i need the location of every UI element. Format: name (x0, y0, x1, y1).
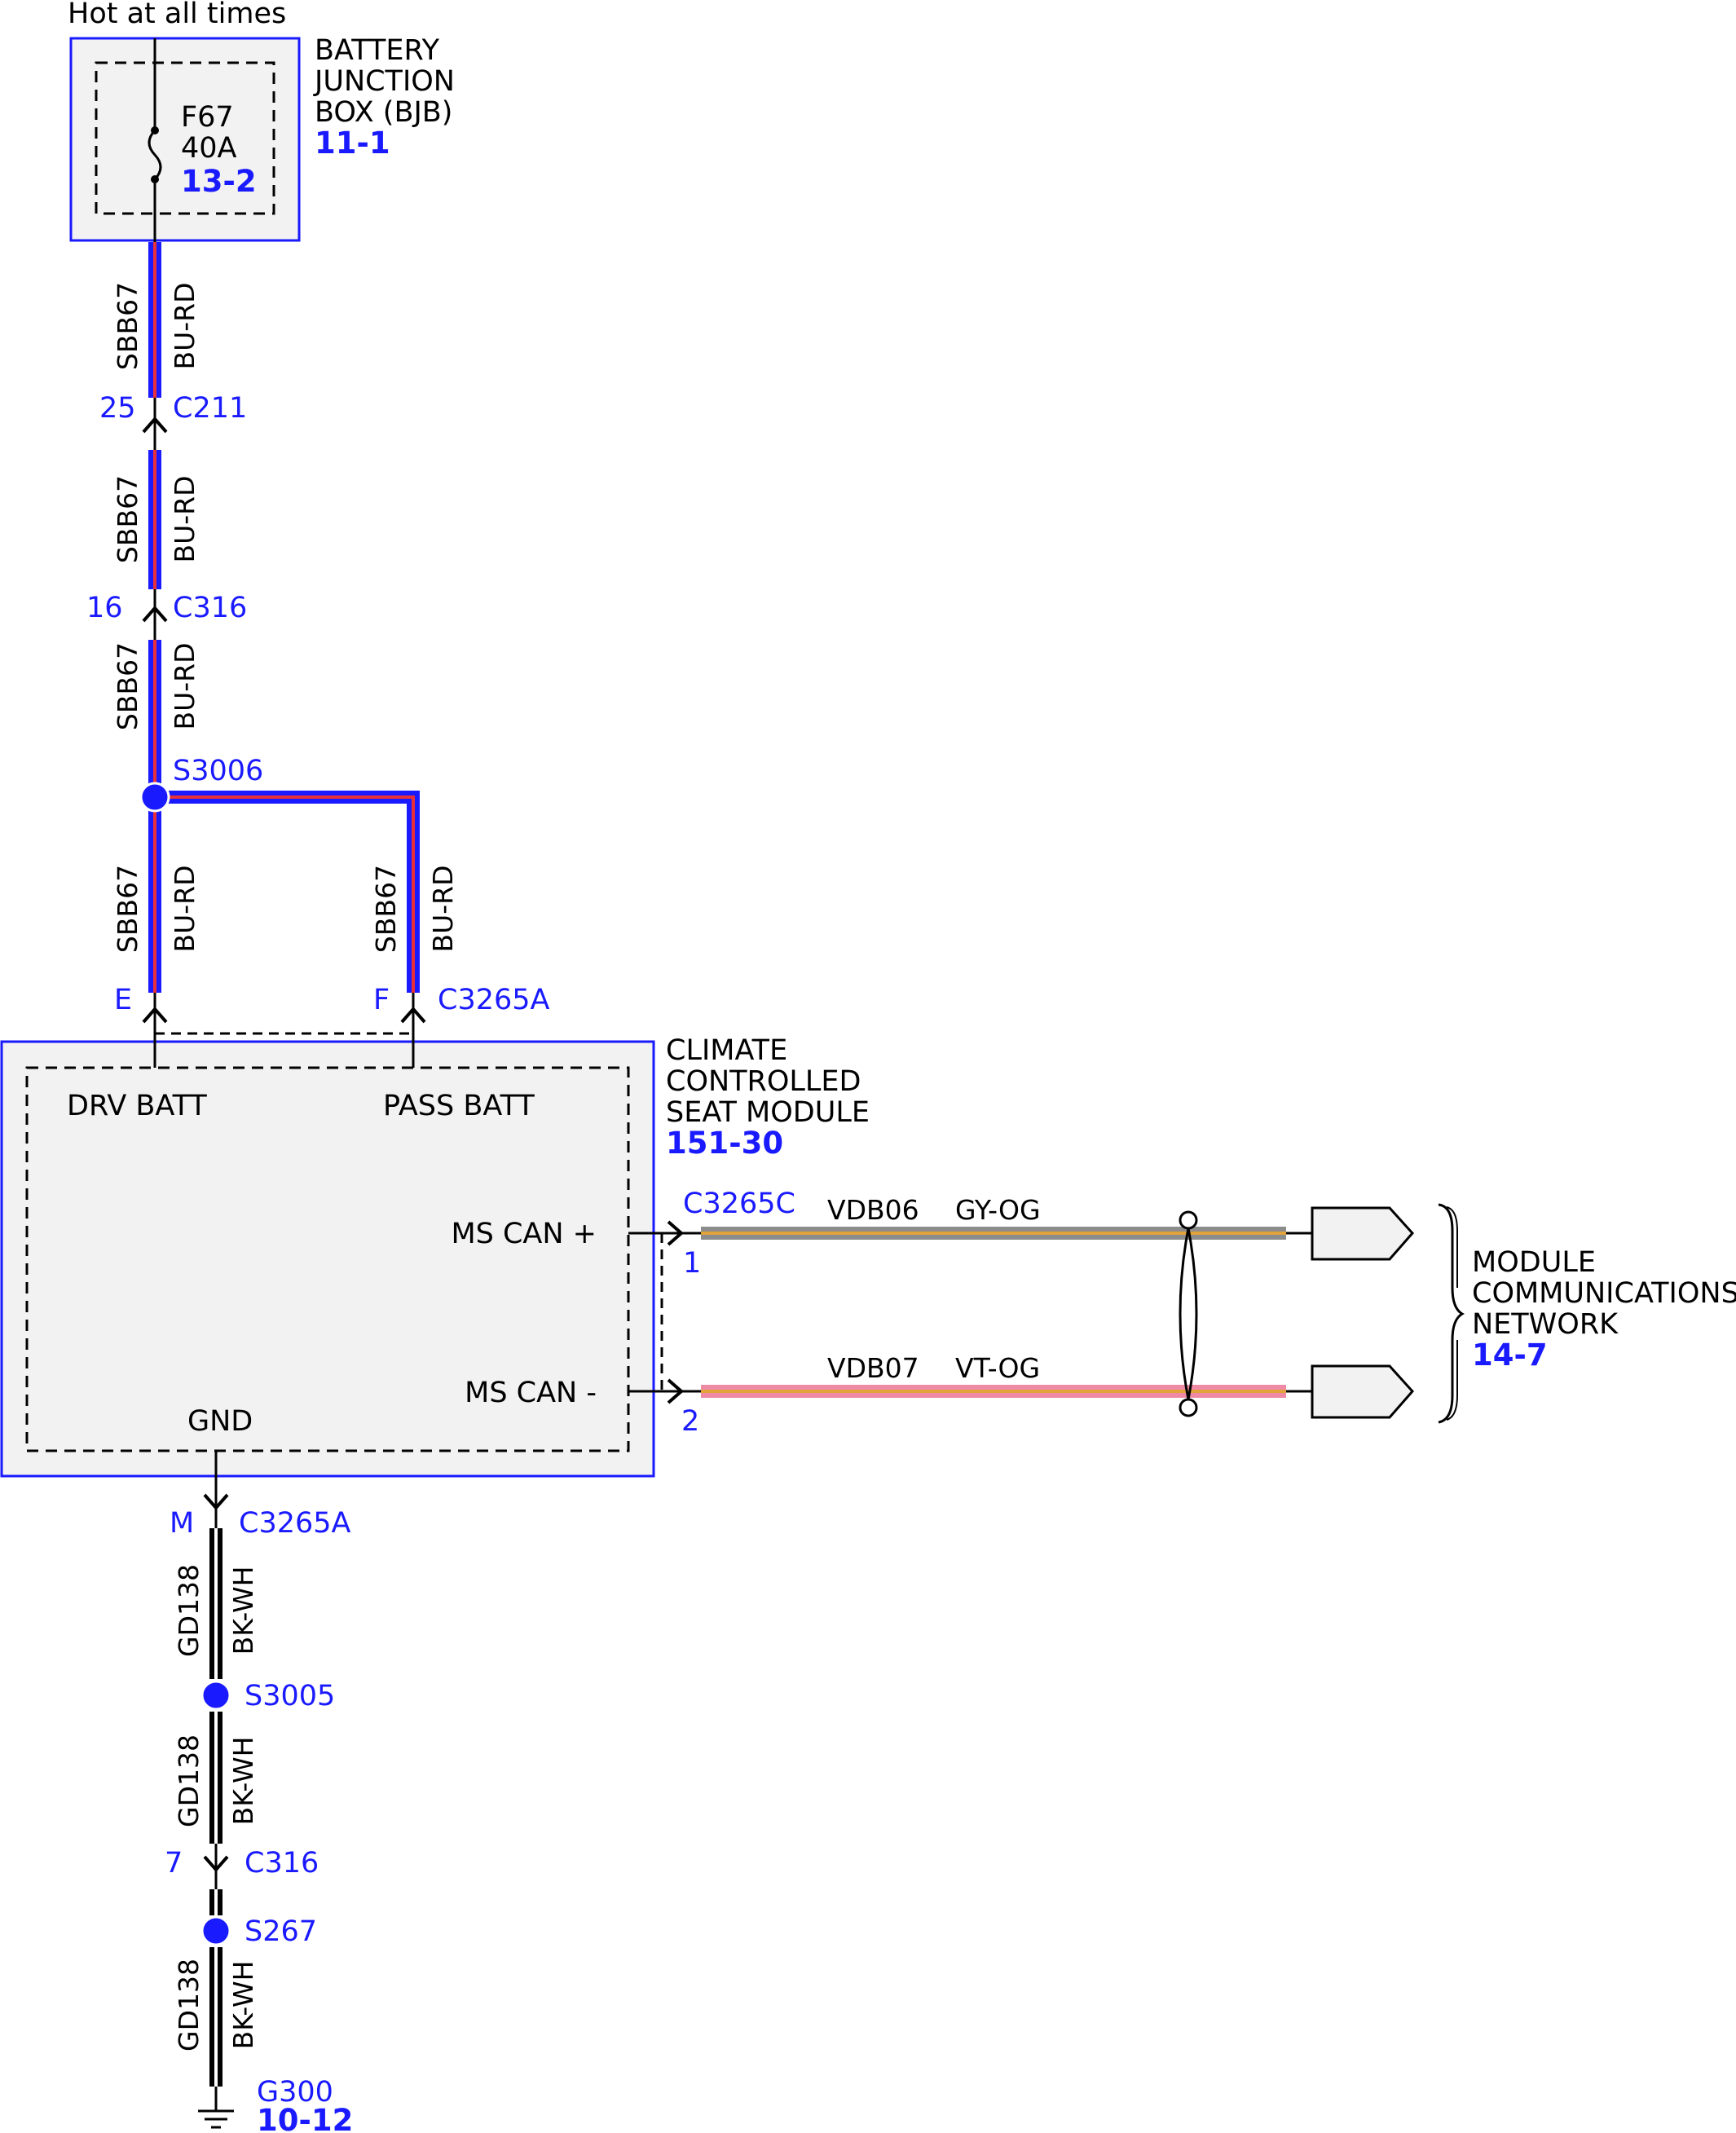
c3265a-bottom-name: C3265A (239, 1507, 351, 1540)
bjb-name-line-2: JUNCTION (313, 65, 455, 98)
bjb-ref-link[interactable]: 11-1 (315, 126, 390, 161)
connector-c3265a-bottom-symbol (203, 1493, 229, 1511)
sbb67-circuit-label-1: SBB67 (112, 282, 143, 370)
network-name-line-1: MODULE (1472, 1246, 1596, 1279)
vdb06-color-label: GY-OG (955, 1194, 1041, 1226)
sbb67-color-label-2: BU-RD (169, 475, 200, 562)
pin-ms-can-minus-label: MS CAN - (465, 1377, 597, 1409)
vdb07-circuit-label: VDB07 (827, 1352, 919, 1384)
connector-c211-symbol (142, 398, 168, 450)
pin-gnd-label: GND (187, 1405, 253, 1438)
seat-module-name-line-2: CONTROLLED (666, 1065, 861, 1098)
splice-s267-dot (200, 1915, 231, 1946)
c211-name: C211 (173, 392, 247, 425)
ground-ref-link[interactable]: 10-12 (257, 2103, 353, 2133)
gd138-color-label-1: BK-WH (227, 1567, 259, 1655)
sbb67-circuit-label-3: SBB67 (112, 642, 143, 730)
c316-top-name: C316 (173, 592, 247, 624)
network-arrow-can-minus (1311, 1364, 1415, 1419)
seat-module-name-line-1: CLIMATE (666, 1034, 787, 1067)
c3265a-top-name: C3265A (438, 984, 550, 1016)
splice-s267-label: S267 (245, 1915, 317, 1948)
wire-sbb67-branch (155, 791, 420, 993)
fuse-ref-link[interactable]: 13-2 (181, 164, 257, 199)
network-name-line-3: NETWORK (1472, 1308, 1619, 1341)
splice-s3005-label: S3005 (245, 1680, 335, 1712)
vdb06-circuit-label: VDB06 (827, 1194, 919, 1226)
pin-pass-batt-label: PASS BATT (383, 1090, 535, 1122)
ground-symbol-icon (198, 2087, 234, 2129)
seat-module-ref-link[interactable]: 151-30 (666, 1126, 783, 1161)
c3265c-pin-2: 2 (681, 1405, 699, 1438)
fuse-id: F67 (181, 101, 234, 134)
splice-s3006-dot (139, 782, 170, 813)
sbb67-color-label-1: BU-RD (169, 282, 200, 369)
connector-c3265c-symbol (628, 1220, 701, 1404)
bjb-name-line-1: BATTERY (315, 34, 440, 67)
bjb-box (69, 37, 301, 242)
vdb07-color-label: VT-OG (955, 1352, 1040, 1384)
c316-bottom-name: C316 (245, 1847, 319, 1880)
c316-bottom-pin: 7 (165, 1847, 183, 1880)
seat-module-box (0, 1040, 655, 1478)
pin-drv-batt-label: DRV BATT (67, 1090, 207, 1122)
network-ref-link[interactable]: 14-7 (1472, 1338, 1548, 1373)
hot-at-all-times-label: Hot at all times (68, 0, 286, 30)
bjb-name-line-3: BOX (BJB) (315, 96, 452, 129)
network-name-line-2: COMMUNICATIONS (1472, 1277, 1736, 1310)
c3265a-top-pin-e: E (114, 984, 132, 1016)
splice-s3006-label: S3006 (173, 755, 263, 787)
seat-module-name-line-3: SEAT MODULE (666, 1096, 870, 1129)
c3265c-pin-1: 1 (683, 1247, 701, 1280)
connector-c316-bottom-symbol (203, 1844, 229, 1889)
network-arrow-can-plus (1311, 1206, 1415, 1261)
ground-name: G300 (257, 2076, 333, 2109)
bjb-inner-dashed (95, 61, 275, 215)
fuse-symbol (148, 129, 162, 181)
gd138-circuit-label-1: GD138 (173, 1564, 205, 1657)
gd138-color-label-2: BK-WH (227, 1737, 259, 1826)
c316-top-pin: 16 (86, 592, 123, 624)
gd138-circuit-label-3: GD138 (173, 1959, 205, 2051)
sbb67-color-label-5: BU-RD (427, 865, 459, 952)
network-brace (1438, 1203, 1465, 1424)
sbb67-color-label-3: BU-RD (169, 642, 200, 729)
c3265c-name: C3265C (683, 1188, 795, 1220)
connector-c316-top-symbol (142, 589, 168, 640)
sbb67-circuit-label-4: SBB67 (112, 865, 143, 953)
c3265a-top-pin-f: F (373, 984, 390, 1016)
sbb67-color-label-4: BU-RD (169, 865, 200, 952)
seat-module-inner-dashed (25, 1066, 630, 1452)
twisted-pair-symbol (1179, 1210, 1198, 1417)
gd138-color-label-3: BK-WH (227, 1961, 259, 2050)
pin-ms-can-plus-label: MS CAN + (451, 1218, 597, 1250)
gd138-circuit-label-2: GD138 (173, 1734, 205, 1827)
sbb67-circuit-label-5: SBB67 (370, 865, 402, 953)
sbb67-circuit-label-2: SBB67 (112, 475, 143, 563)
c211-pin: 25 (99, 392, 136, 425)
fuse-rating: 40A (181, 132, 237, 165)
splice-s3005-dot (200, 1680, 231, 1711)
c3265a-bottom-pin: M (170, 1507, 194, 1540)
